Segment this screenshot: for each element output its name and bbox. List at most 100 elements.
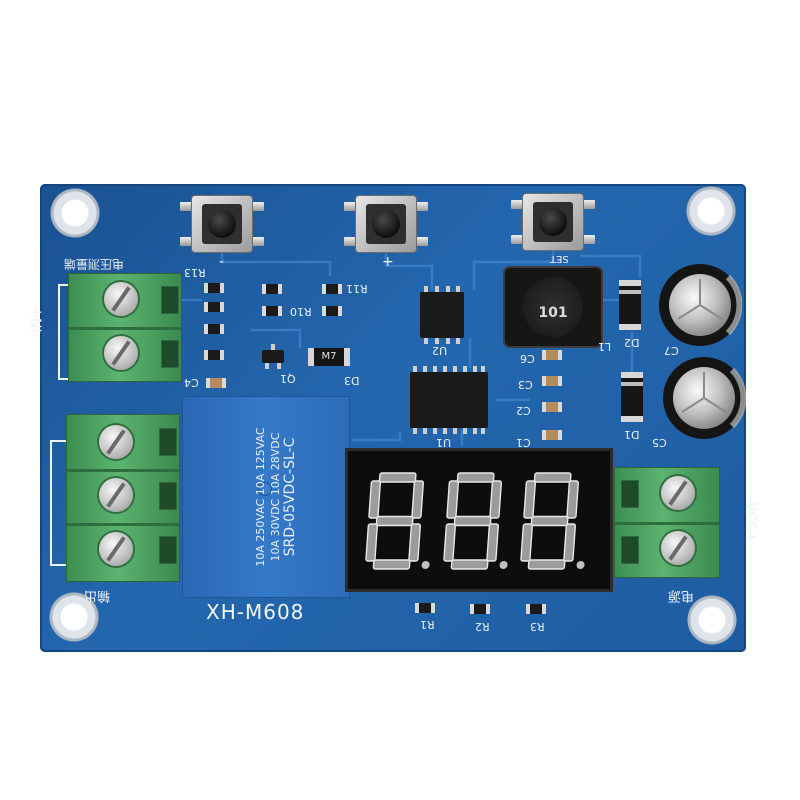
- switch-cap: [372, 210, 400, 238]
- output-terminal-block: [66, 414, 180, 582]
- resistor: [204, 324, 224, 334]
- digit-3-segment-b: [566, 480, 580, 519]
- terminal-ridge: [615, 522, 719, 525]
- ref-r11: R11: [346, 282, 368, 295]
- digit-2-segment-f: [446, 480, 460, 519]
- silkscreen-outline: [50, 440, 66, 566]
- ref-r13: R13: [184, 266, 206, 279]
- trace: [220, 252, 332, 276]
- terminal-ridge: [67, 523, 179, 526]
- digit-3-segment-g: [530, 515, 569, 527]
- inductor-l1: 101: [505, 268, 601, 346]
- capacitor-c6: [542, 350, 562, 360]
- digit-3-segment-f: [523, 480, 537, 519]
- set-label: SET: [550, 253, 569, 264]
- wire-opening: [161, 340, 179, 368]
- resistor: [204, 350, 224, 360]
- relay-label: 10A 250VAC 10A 125VAC 10A 30VDC 10A 28VD…: [253, 402, 303, 592]
- silkscreen-outline: [58, 284, 70, 380]
- seven-segment-display: [345, 448, 613, 592]
- digit-3-segment-e: [520, 523, 534, 562]
- wire-opening: [159, 428, 177, 456]
- capacitor-c4: [206, 378, 226, 388]
- capacitor-vent: [677, 279, 723, 320]
- switch-cap: [208, 210, 236, 238]
- trace: [580, 254, 642, 278]
- ref-c2: C2: [516, 404, 531, 417]
- minus-label: -: [219, 254, 225, 270]
- trace: [472, 250, 555, 290]
- power-terminal-cn-label: 电源: [668, 588, 695, 603]
- ref-r2: R2: [475, 620, 490, 633]
- switch-cap: [539, 208, 567, 236]
- input-terminal-cn-label: 电压测量端: [64, 257, 125, 271]
- capacitor-polarity-stripe: [729, 367, 746, 429]
- digit-3-segment-d: [527, 559, 566, 570]
- digit-3: [520, 472, 585, 570]
- resistor-r2: [470, 604, 490, 614]
- display-digits: [365, 472, 585, 570]
- trace: [384, 252, 434, 290]
- terminal-screw: [661, 531, 695, 565]
- ref-r1: R1: [420, 618, 435, 631]
- switch-base: [533, 202, 573, 242]
- digit-2: [443, 472, 508, 570]
- terminal-screw: [104, 282, 138, 316]
- ref-r3: R3: [530, 620, 545, 633]
- input-terminal-block: [68, 273, 182, 382]
- ref-c6: C6: [520, 352, 535, 365]
- switch-leg: [511, 235, 525, 244]
- capacitor-c7: [659, 264, 742, 346]
- terminal-screw: [99, 425, 133, 459]
- relay-rating-dc: 10A 30VDC 10A 28VDC: [269, 432, 282, 562]
- board-model-label: XH-M608: [206, 600, 305, 624]
- ref-c3: C3: [518, 378, 533, 391]
- digit-3-decimal-point: [576, 561, 585, 569]
- minus-button: [180, 194, 264, 254]
- switch-leg: [180, 202, 194, 211]
- power-polarity-label: -VCC+: [742, 497, 759, 543]
- wire-opening: [159, 536, 177, 564]
- diode-d3-marking: M7: [321, 351, 337, 362]
- relay-marker-dot: [258, 482, 272, 496]
- wire-opening: [159, 482, 177, 510]
- wire-opening: [621, 480, 639, 508]
- digit-1-segment-e: [365, 523, 379, 562]
- ref-u1: U1: [436, 436, 452, 449]
- resistor: [322, 306, 342, 316]
- ref-c7: C7: [664, 344, 679, 357]
- switch-leg: [414, 237, 428, 246]
- ref-c4: C4: [184, 376, 199, 389]
- digit-2-segment-a: [456, 472, 495, 483]
- digit-2-segment-d: [450, 559, 489, 570]
- mounting-hole: [48, 591, 100, 643]
- digit-3-segment-c: [563, 523, 577, 562]
- switch-leg: [344, 237, 358, 246]
- switch-base: [366, 204, 406, 244]
- switch-leg: [581, 235, 595, 244]
- plus-button: [344, 194, 428, 254]
- trace: [250, 328, 302, 348]
- capacitor-vent: [681, 372, 727, 413]
- digit-2-segment-c: [486, 523, 500, 562]
- switch-leg: [250, 237, 264, 246]
- resistor: [262, 284, 282, 294]
- ref-u2: U2: [432, 344, 448, 357]
- switch-leg: [344, 202, 358, 211]
- digit-2-segment-b: [489, 480, 503, 519]
- digit-1-decimal-point: [421, 561, 430, 569]
- relay-model: SRD-05VDC-SL-C: [282, 437, 298, 557]
- digit-1-segment-g: [375, 515, 414, 527]
- transistor-q1: [262, 344, 284, 369]
- relay-rating-ac: 10A 250VAC 10A 125VAC: [254, 427, 267, 567]
- digit-1: [365, 472, 430, 570]
- trace: [352, 432, 402, 442]
- switch-body: [523, 194, 583, 250]
- digit-1-segment-d: [372, 559, 411, 570]
- capacitor-c5: [663, 357, 746, 439]
- ref-d3: D3: [344, 374, 360, 387]
- set-button: [511, 192, 595, 252]
- digit-1-segment-c: [408, 523, 422, 562]
- digit-1-segment-f: [368, 480, 382, 519]
- resistor-r1: [415, 603, 435, 613]
